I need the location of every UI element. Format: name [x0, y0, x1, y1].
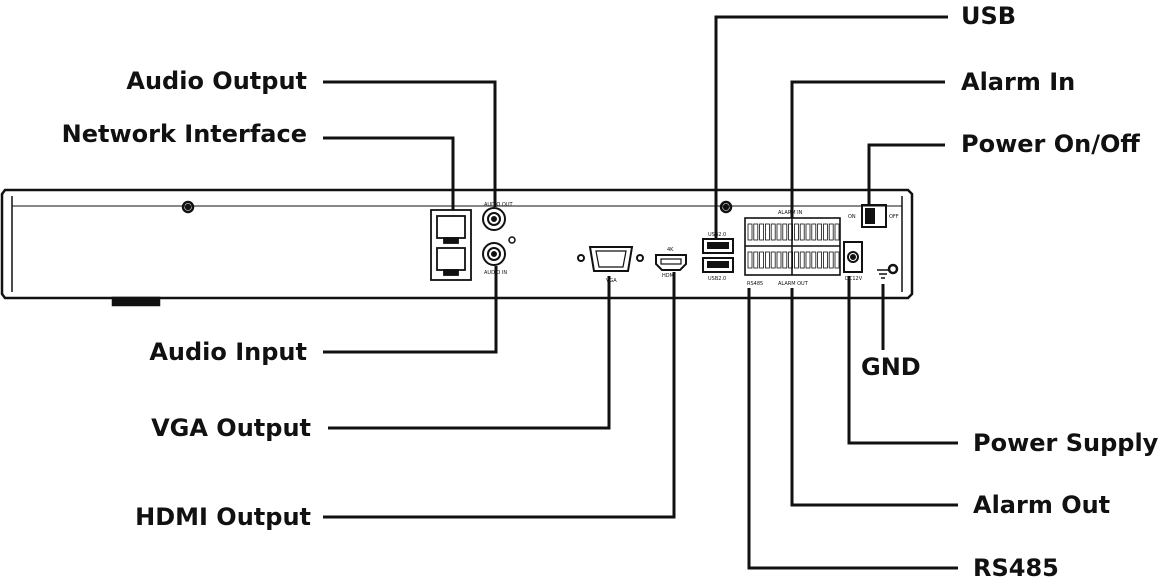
leader-vga-output	[328, 276, 611, 430]
leader-alarm-in	[790, 80, 945, 218]
callout-power-supply: Power Supply	[973, 429, 1159, 457]
callout-network-interface: Network Interface	[61, 120, 307, 148]
audio-output-jack	[482, 207, 506, 231]
panel-label-dc12v: DC12V	[845, 276, 863, 282]
callout-gnd: GND	[861, 353, 921, 381]
terminal-slot	[834, 251, 840, 269]
callout-vga-output: VGA Output	[151, 414, 311, 442]
callout-hdmi-output: HDMI Output	[135, 503, 311, 531]
panel-label-hdmi: HDMI	[662, 273, 675, 279]
gnd-terminal	[877, 269, 889, 279]
leader-usb	[714, 15, 948, 239]
panel-label-switch-on: ON	[848, 214, 856, 220]
leader-audio-output	[323, 80, 497, 207]
callout-alarm-out: Alarm Out	[973, 491, 1111, 519]
terminal-slot	[817, 251, 822, 269]
terminal-slot	[747, 223, 753, 241]
terminal-slot	[788, 251, 793, 269]
leader-lines	[323, 15, 958, 570]
terminal-slot	[823, 223, 828, 241]
terminal-slot	[765, 223, 770, 241]
panel-label-alarm-in: ALARM IN	[778, 210, 803, 216]
terminal-slot	[828, 251, 834, 269]
terminal-slot	[759, 223, 764, 241]
panel-label-audio-out: AUDIO OUT	[484, 202, 514, 208]
panel-label-vga: VGA	[606, 278, 617, 284]
hdmi-port	[655, 254, 687, 271]
terminal-slot	[799, 251, 805, 269]
chassis	[0, 188, 914, 307]
alarm-terminal-slots	[747, 223, 840, 269]
callout-audio-input: Audio Input	[149, 338, 307, 366]
terminal-slot	[817, 223, 822, 241]
terminal-slot	[765, 251, 770, 269]
panel-label-switch-off: OFF	[889, 214, 899, 220]
terminal-slot	[770, 223, 776, 241]
terminal-slot	[799, 223, 805, 241]
terminal-slot	[834, 223, 840, 241]
terminal-slot	[811, 223, 817, 241]
terminal-slot	[805, 223, 811, 241]
callout-rs485: RS485	[973, 554, 1059, 582]
callout-power-on-off: Power On/Off	[961, 130, 1140, 158]
leader-network-interface	[323, 136, 455, 210]
terminal-slot	[759, 251, 764, 269]
audio-input-jack	[482, 242, 506, 266]
terminal-slot	[753, 251, 759, 269]
terminal-slot	[776, 251, 782, 269]
callout-alarm-in: Alarm In	[961, 68, 1076, 96]
leader-rs485	[747, 288, 958, 570]
power-supply-jack	[843, 241, 863, 273]
leader-audio-input	[323, 266, 498, 354]
terminal-slot	[805, 251, 811, 269]
terminal-slot	[782, 223, 788, 241]
terminal-slot	[794, 251, 799, 269]
terminal-slot	[770, 251, 776, 269]
terminal-slot	[828, 223, 834, 241]
leader-power-on-off	[867, 143, 945, 205]
terminal-slot	[782, 251, 788, 269]
terminal-slot	[811, 251, 817, 269]
terminal-slot	[753, 223, 759, 241]
panel-label-usb2: USB2.0	[708, 276, 726, 282]
panel-label-alarm-out: ALARM OUT	[778, 281, 809, 287]
terminal-slot	[776, 223, 782, 241]
leader-alarm-out	[790, 288, 958, 507]
terminal-slot	[788, 223, 793, 241]
panel-label-rs485: RS485	[747, 281, 763, 287]
network-interface-port	[430, 209, 472, 281]
callout-usb: USB	[961, 2, 1017, 30]
leader-power-supply	[847, 276, 958, 445]
vga-port	[577, 246, 644, 272]
leader-hdmi-output	[323, 272, 676, 519]
callout-audio-output: Audio Output	[126, 67, 307, 95]
power-switch	[861, 204, 887, 228]
usb-ports	[702, 238, 734, 273]
terminal-slot	[823, 251, 828, 269]
terminal-slot	[747, 251, 753, 269]
panel-label-hdmi-top: 4K	[667, 247, 674, 253]
terminal-slot	[794, 223, 799, 241]
